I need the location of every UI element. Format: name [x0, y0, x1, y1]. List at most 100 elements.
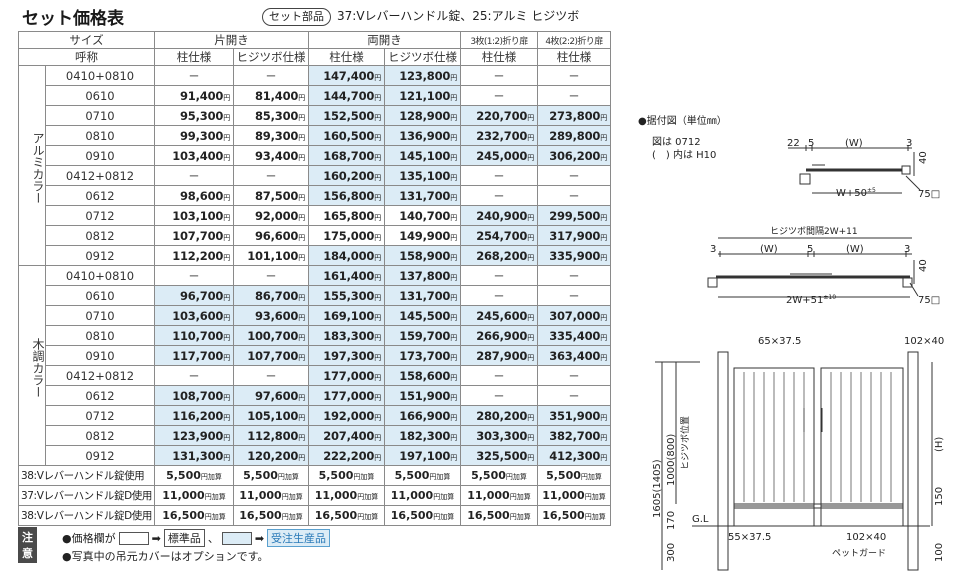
- size-code: 0410+0810: [45, 265, 155, 286]
- price-cell: 108,700円: [154, 385, 234, 406]
- price-cell: 303,300円: [460, 425, 538, 446]
- price-cell: 245,000円: [460, 145, 538, 166]
- size-code: 0810: [45, 125, 155, 146]
- add-price-cell: 5,500円加算: [537, 465, 611, 486]
- price-value: 166,900: [399, 408, 451, 423]
- price-value: 128,900: [399, 108, 451, 123]
- price-cell: 121,100円: [384, 85, 461, 106]
- yen-unit: 円: [374, 153, 381, 162]
- header-hiji: ヒジツボ仕様: [384, 48, 461, 66]
- pet-guard: ペットガード: [832, 548, 886, 559]
- price-empty: －: [537, 85, 611, 106]
- size-code: 0910: [45, 345, 155, 366]
- dim-170: 170: [666, 511, 677, 530]
- price-value: 173,700: [399, 348, 451, 363]
- yen-unit: 円: [600, 133, 607, 142]
- lever-label: 38:Vレバーハンドル錠D使用: [18, 505, 155, 526]
- price-value: 123,800: [399, 68, 451, 83]
- separator: 、: [207, 532, 219, 545]
- size-code: 0412+0812: [45, 365, 155, 386]
- yen-unit: 円: [298, 153, 305, 162]
- price-cell: 81,400円: [233, 85, 309, 106]
- price-cell: 87,500円: [233, 185, 309, 206]
- yen-unit: 円: [527, 213, 534, 222]
- yen-unit: 円: [527, 433, 534, 442]
- yen-unit: 円: [374, 373, 381, 382]
- ground-level: G.L: [692, 514, 709, 525]
- made-to-order-tag: 受注生産品: [267, 529, 331, 547]
- yen-unit: 円: [450, 133, 457, 142]
- price-value: 161,400: [323, 268, 375, 283]
- price-cell: 207,400円: [308, 425, 385, 446]
- add-unit: 円加算: [584, 513, 606, 521]
- price-value: 117,700: [172, 348, 224, 363]
- yen-unit: 円: [450, 153, 457, 162]
- yen-unit: 円: [527, 413, 534, 422]
- set-parts-description: 37:Vレバーハンドル錠、25:アルミ ヒジツボ: [337, 9, 580, 23]
- yen-unit: 円: [600, 353, 607, 362]
- price-cell: 103,100円: [154, 205, 234, 226]
- add-price-cell: 16,500円加算: [154, 505, 234, 526]
- add-price-cell: 16,500円加算: [384, 505, 461, 526]
- price-value: 152,500: [323, 108, 375, 123]
- price-value: 222,200: [323, 448, 375, 463]
- price-value: 160,200: [323, 168, 375, 183]
- price-value: 182,300: [399, 428, 451, 443]
- header-kata: 片開き: [154, 31, 309, 49]
- price-value: 289,800: [549, 128, 601, 143]
- add-price-cell: 5,500円加算: [233, 465, 309, 486]
- price-cell: 123,900円: [154, 425, 234, 446]
- price-value: 363,400: [549, 348, 601, 363]
- price-cell: 140,700円: [384, 205, 461, 226]
- add-price-cell: 16,500円加算: [308, 505, 385, 526]
- price-cell: 156,800円: [308, 185, 385, 206]
- yen-unit: 円: [374, 133, 381, 142]
- price-cell: 112,200円: [154, 245, 234, 266]
- yen-unit: 円: [298, 113, 305, 122]
- price-cell: 95,300円: [154, 105, 234, 126]
- size-code: 0810: [45, 325, 155, 346]
- price-value: 96,600: [255, 228, 299, 243]
- price-value: 92,000: [255, 208, 299, 223]
- size-code: 0412+0812: [45, 165, 155, 186]
- price-value: 335,400: [549, 328, 601, 343]
- size-code: 0812: [45, 225, 155, 246]
- yen-unit: 円: [600, 453, 607, 462]
- price-cell: 97,600円: [233, 385, 309, 406]
- price-cell: 287,900円: [460, 345, 538, 366]
- price-cell: 306,200円: [537, 145, 611, 166]
- price-value: 120,200: [247, 448, 299, 463]
- price-cell: 99,300円: [154, 125, 234, 146]
- price-cell: 161,400円: [308, 265, 385, 286]
- price-cell: 351,900円: [537, 405, 611, 426]
- yen-unit: 円: [450, 273, 457, 282]
- price-value: 110,700: [172, 328, 224, 343]
- price-cell: 135,100円: [384, 165, 461, 186]
- size-code: 0912: [45, 445, 155, 466]
- add-price-value: 11,000: [239, 489, 282, 502]
- color-group-label: アルミカラー: [18, 65, 46, 266]
- yen-unit: 円: [600, 433, 607, 442]
- price-cell: 131,700円: [384, 285, 461, 306]
- add-price-value: 5,500: [546, 469, 581, 482]
- price-empty: －: [233, 165, 309, 186]
- yen-unit: 円: [450, 353, 457, 362]
- price-value: 303,300: [476, 428, 528, 443]
- header-hashira: 柱仕様: [460, 48, 538, 66]
- add-price-cell: 11,000円加算: [537, 485, 611, 506]
- header-code: 呼称: [18, 48, 155, 66]
- standard-tag: 標準品: [163, 529, 205, 547]
- add-price-value: 11,000: [314, 489, 358, 502]
- add-price-value: 5,500: [471, 469, 506, 482]
- price-empty: －: [154, 365, 234, 386]
- dim-300: 300: [666, 543, 677, 562]
- dim-40: 40: [918, 151, 929, 164]
- price-empty: －: [460, 65, 538, 86]
- price-value: 412,300: [549, 448, 601, 463]
- yen-unit: 円: [298, 453, 305, 462]
- add-price-value: 16,500: [162, 509, 205, 522]
- dim-5: 5: [808, 138, 814, 149]
- price-value: 105,100: [247, 408, 299, 423]
